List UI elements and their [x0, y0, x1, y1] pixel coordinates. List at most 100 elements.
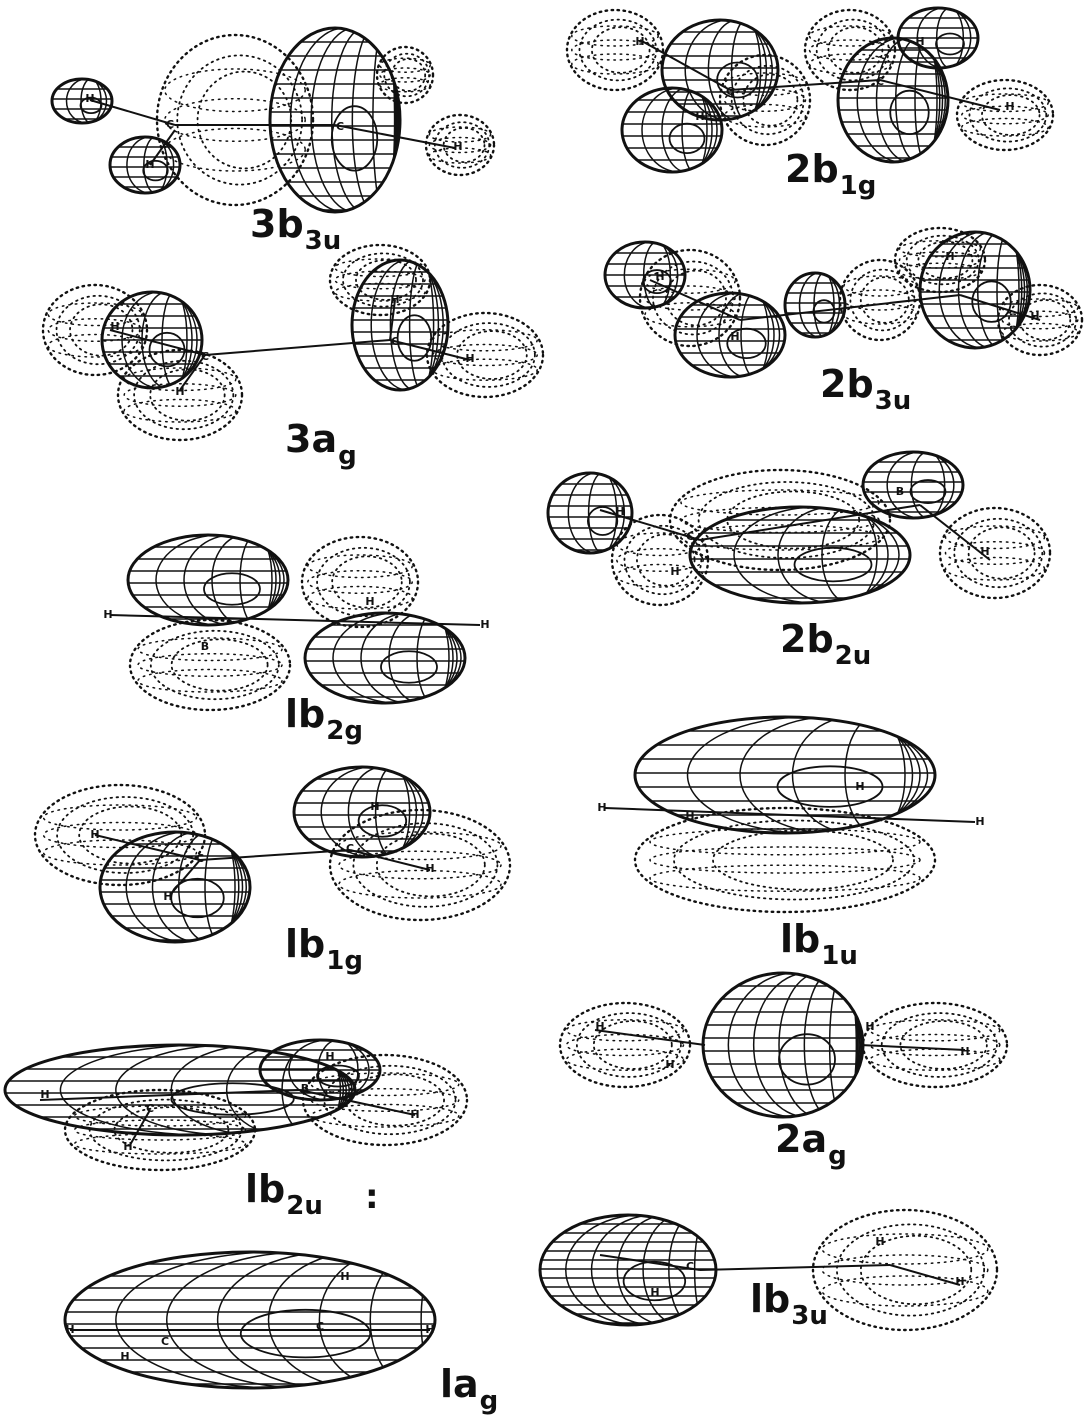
atom-label: B [301, 1082, 309, 1095]
atom-label: H [370, 800, 379, 813]
dotted-lobe [957, 80, 1053, 150]
dotted-lobe [863, 1003, 1007, 1087]
atom-label: H [655, 270, 664, 283]
solid-lobe [128, 535, 288, 625]
label-2ag: 2ag [775, 1120, 847, 1169]
atom-label: H [650, 1286, 659, 1299]
atom-label: H [855, 780, 864, 793]
atom-label: H [595, 1020, 604, 1033]
atom-label: C [201, 350, 209, 363]
atom-label: H [875, 1235, 884, 1248]
solid-lobe [102, 292, 202, 388]
bond-line [205, 340, 390, 355]
atom-label: C [336, 120, 344, 133]
solid-lobe [785, 273, 845, 337]
atom-label: H [975, 815, 984, 828]
bond-line [640, 40, 730, 90]
bond-line [700, 505, 920, 540]
solid-lobe [898, 8, 978, 68]
solid-lobe [622, 88, 722, 172]
atom-label: C [346, 842, 354, 855]
atom-label: C [146, 1102, 154, 1115]
atom-label: H [175, 385, 184, 398]
atom-label: C [161, 1335, 169, 1348]
atom-label: H [635, 35, 644, 48]
atom-label: H [597, 801, 606, 814]
atom-label: H [685, 810, 694, 823]
solid-lobe [100, 832, 250, 942]
solid-lobe [65, 1252, 467, 1388]
label-2b2u: 2b2u [780, 620, 871, 669]
label-2b1g: 2b1g [785, 150, 876, 199]
atom-label: C [196, 852, 204, 865]
atom-label: H [123, 1140, 132, 1153]
atom-label: H [120, 1350, 129, 1363]
atom-label: C [686, 1260, 694, 1273]
atom-label: C [876, 75, 884, 88]
solid-lobe [305, 613, 465, 703]
atom-label: H [945, 250, 954, 263]
atom-label: H [390, 293, 399, 306]
label-3b3u: 3b3u [250, 205, 341, 254]
atom-label: H [65, 1323, 74, 1336]
atom-label: H [960, 1045, 969, 1058]
atom-label: H [103, 608, 112, 621]
solid-lobe [838, 38, 948, 162]
atom-label: H [410, 1108, 419, 1121]
bond-line [130, 1110, 150, 1145]
solid-lobe [703, 973, 863, 1117]
atom-label: H [163, 890, 172, 903]
atom-label: C [391, 335, 399, 348]
dotted-lobe [567, 10, 663, 90]
atom-label: H [665, 1058, 674, 1071]
atom-label: H [695, 110, 704, 123]
atom-label: H [465, 352, 474, 365]
label-1b2u: lb2u [245, 1170, 323, 1219]
atom-label: C [166, 118, 174, 131]
atom-label: H [110, 320, 119, 333]
dotted-lobe [43, 285, 147, 375]
dotted-lobe [330, 245, 430, 315]
label-1b3u: lb3u [750, 1280, 828, 1329]
atom-label: H [980, 545, 989, 558]
atom-label: H [365, 595, 374, 608]
dotted-lobe [427, 313, 543, 397]
bond-line [860, 1045, 965, 1050]
dotted-lobe [377, 47, 433, 103]
atom-label: H [325, 1050, 334, 1063]
atom-label: H [1030, 310, 1039, 323]
solid-lobe [352, 260, 448, 390]
label-3ag: 3ag [285, 420, 357, 469]
solid-lobe [863, 452, 963, 518]
stray-mark: : [365, 1180, 379, 1214]
label-1b1u: lb1u [780, 920, 858, 969]
atom-label: H [670, 565, 679, 578]
dotted-lobe [560, 1003, 690, 1087]
atom-label: H [340, 1270, 349, 1283]
atom-label: H [480, 618, 489, 631]
solid-lobe [52, 79, 112, 123]
atom-label: H [955, 1275, 964, 1288]
atom-label: H [90, 828, 99, 841]
label-1b1g: lb1g [285, 925, 363, 974]
atom-label: H [453, 140, 462, 153]
atom-label: C [686, 530, 694, 543]
bond-line [200, 850, 350, 860]
label-1b2g: lb2g [285, 695, 363, 744]
atom-label: H [865, 1020, 874, 1033]
atom-label: H [615, 505, 624, 518]
dotted-lobe [130, 620, 290, 710]
bond-line [890, 1265, 960, 1285]
atom-label: H [425, 862, 434, 875]
atom-label: H [425, 1323, 434, 1336]
solid-lobe [690, 507, 910, 603]
dotted-lobe [940, 508, 1050, 598]
solid-lobe [662, 20, 778, 120]
atom-label: B [201, 640, 209, 653]
atom-label: H [1005, 100, 1014, 113]
dotted-lobe [635, 808, 935, 912]
solid-lobe [294, 767, 430, 857]
atom-label: H [145, 158, 154, 171]
